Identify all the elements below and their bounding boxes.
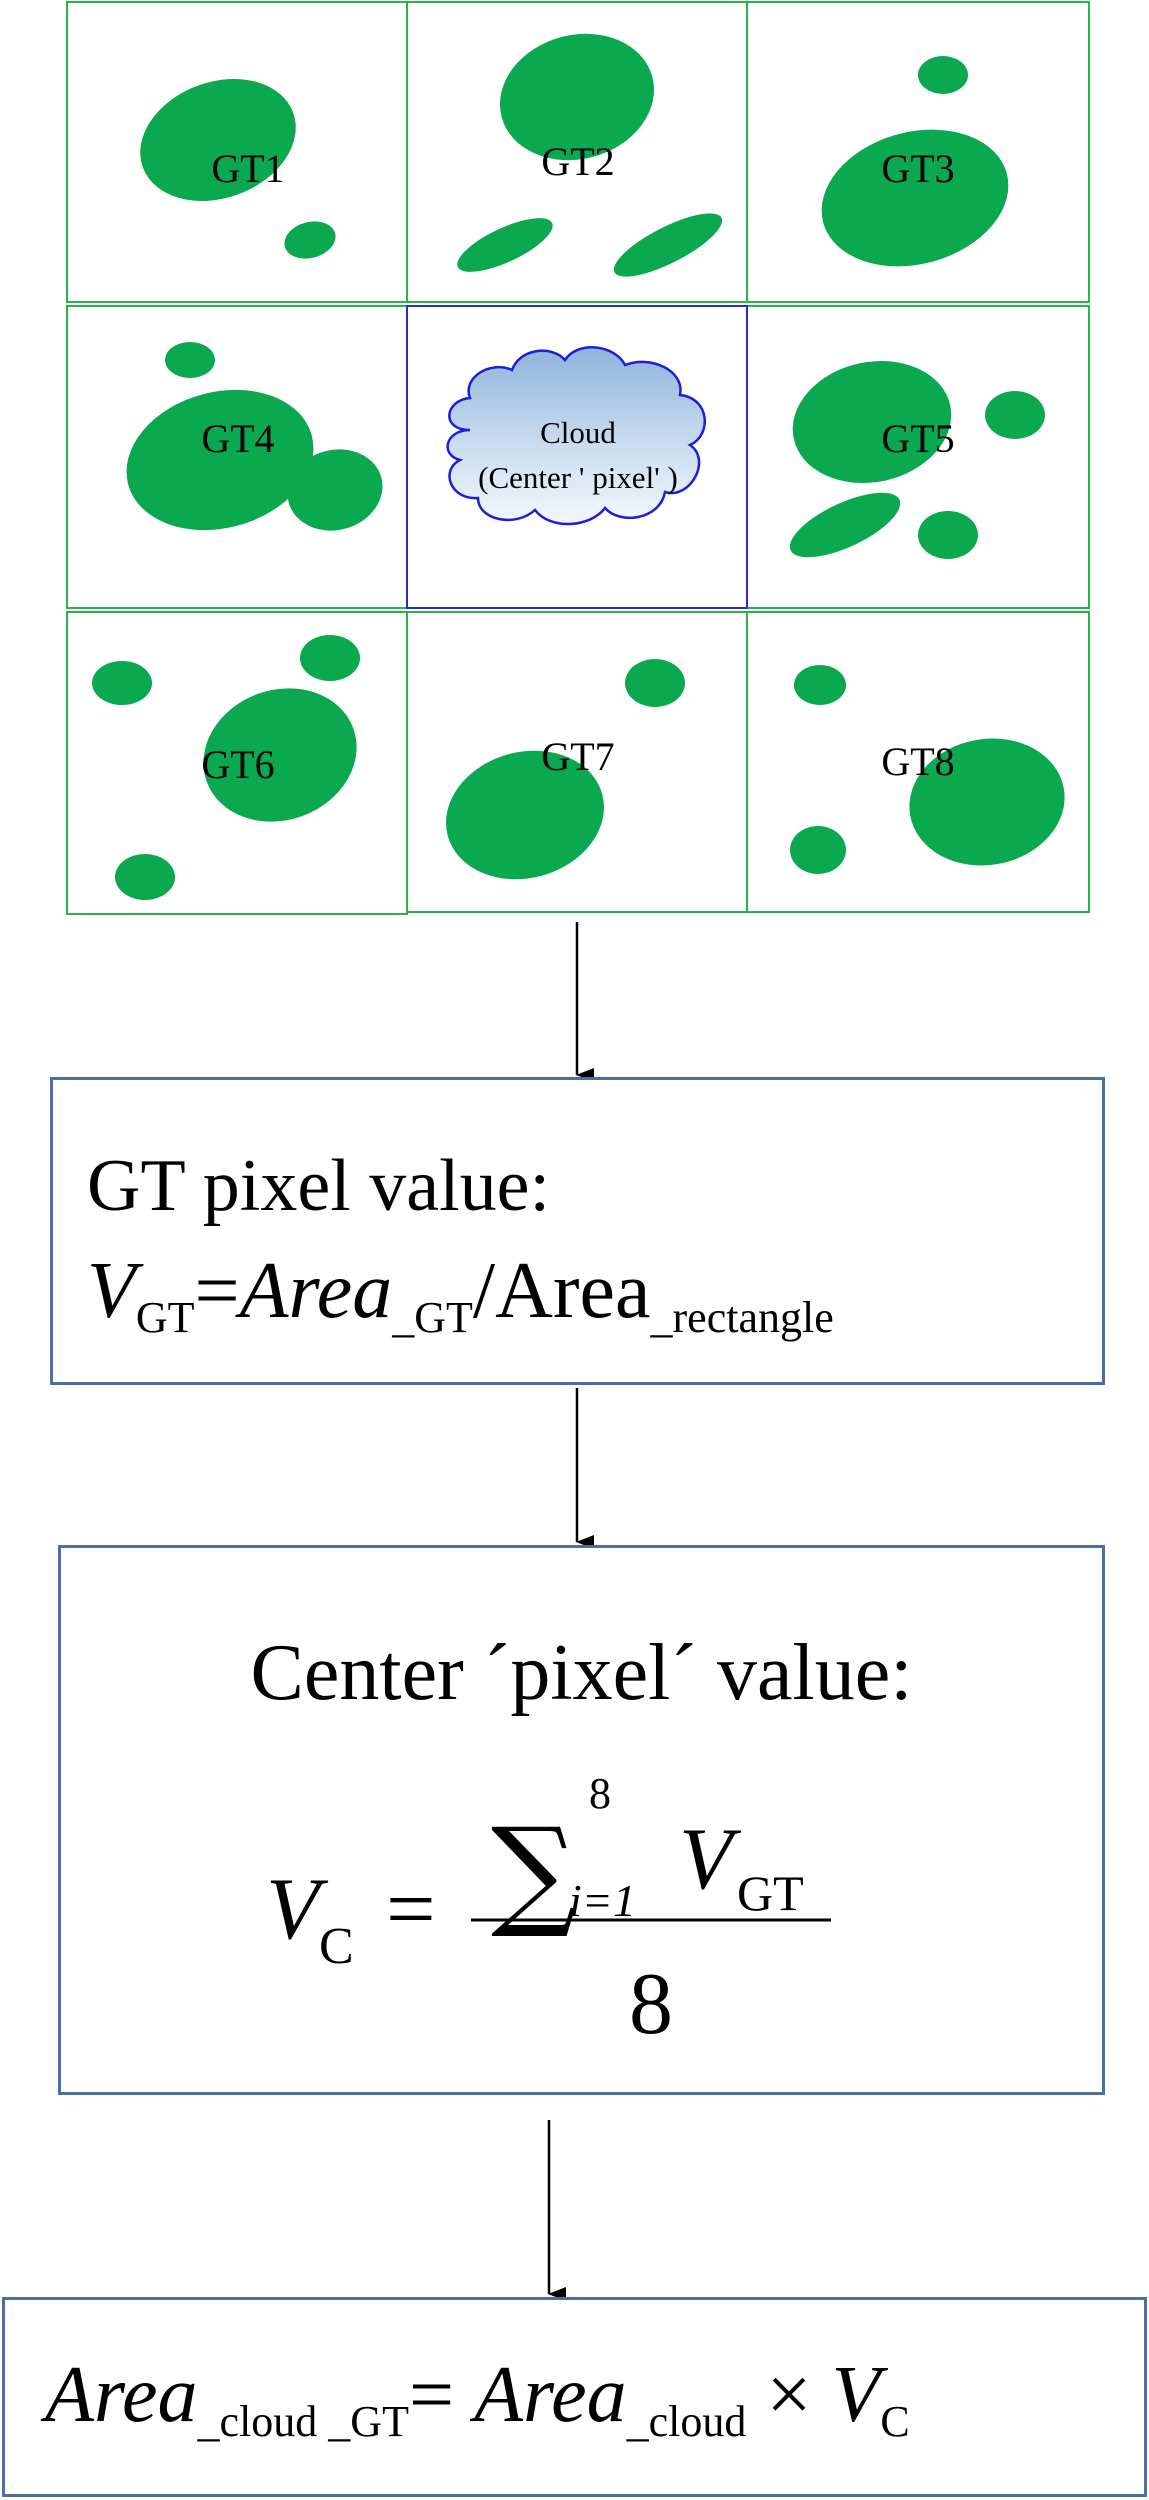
equals-sign: =: [408, 2351, 455, 2439]
center-pixel-value-box: Center ´pixel´ value: V C = ∑ 8 i=1 V GT…: [58, 1545, 1105, 2095]
blob: [625, 659, 685, 707]
gt-label-4: GT4: [201, 416, 274, 461]
blob: [909, 738, 1065, 866]
cell-gt3: [746, 1, 1090, 303]
area-cloud: Area: [474, 2351, 627, 2439]
sum-lower-limit: i=1: [569, 1875, 636, 1926]
area-cloud-subscript: _cloud: [626, 2397, 747, 2447]
cell-center: [406, 305, 748, 609]
cloud-icon: Cloud (Center ' pixel' ): [446, 346, 706, 526]
gt-label-3: GT3: [881, 146, 954, 191]
blob: [457, 218, 553, 272]
blob: [140, 79, 296, 201]
blob: [284, 221, 336, 259]
blob: [789, 492, 901, 558]
blob: [794, 665, 846, 705]
gt-blobs: [92, 33, 1065, 900]
gt-label-6: GT6: [201, 742, 274, 787]
gt-label-2: GT2: [541, 139, 614, 184]
blob: [165, 342, 215, 378]
denominator: 8: [629, 1956, 673, 2053]
vc-symbol: V: [266, 1861, 329, 1958]
blob: [446, 750, 604, 880]
center-pixel-formula: V C = ∑ 8 i=1 V GT 8: [266, 1769, 831, 2053]
vc-symbol: V: [831, 2351, 881, 2439]
v-symbol: V: [87, 1247, 136, 1335]
gt-pixel-value-title: GT pixel value:: [87, 1145, 551, 1227]
gt-label-1: GT1: [211, 146, 284, 191]
gt-label-5: GT5: [881, 416, 954, 461]
area-rectangle: /Area: [472, 1247, 651, 1335]
vgt-symbol: V: [679, 1811, 742, 1908]
v-subscript: GT: [135, 1293, 195, 1343]
equals-sign: =: [194, 1247, 240, 1335]
vc-subscript: C: [880, 2397, 910, 2447]
area-cloud-gt-box: Area_cloud _GT= Area_cloud × VC: [2, 2297, 1147, 2497]
area-cloud-gt-subscript: _cloud _GT: [197, 2397, 409, 2447]
blob: [115, 854, 175, 900]
area-cloud-gt-formula: Area_cloud _GT= Area_cloud × VC: [45, 2350, 910, 2446]
area-rectangle-subscript: _rectangle: [650, 1293, 834, 1343]
vgt-subscript: GT: [737, 1865, 804, 1921]
gt-pixel-value-formula: VGT=Area_GT/Area_rectangle: [87, 1246, 834, 1342]
blob: [300, 635, 360, 681]
blob: [499, 33, 655, 161]
equals-sign: =: [386, 1861, 436, 1958]
blob: [792, 360, 952, 484]
blob: [203, 688, 357, 822]
area-cloud-gt: Area: [45, 2351, 198, 2439]
gt-label-8: GT8: [881, 739, 954, 784]
blob: [985, 391, 1045, 439]
times-sign: ×: [766, 2351, 812, 2439]
blob: [287, 449, 383, 531]
blob: [613, 213, 723, 277]
gt-label-7: GT7: [541, 734, 614, 779]
blob: [918, 511, 978, 559]
blob: [790, 826, 846, 874]
area-gt-subscript: _GT: [392, 1293, 473, 1343]
vc-subscript: C: [319, 1918, 354, 1975]
center-pixel-value-title: Center ´pixel´ value:: [250, 1629, 913, 1717]
blob: [92, 661, 152, 705]
blob: [821, 129, 1009, 267]
area-gt: Area: [239, 1247, 393, 1335]
cloud-sublabel: (Center ' pixel' ): [478, 460, 678, 495]
gt-pixel-value-box: GT pixel value: VGT=Area_GT/Area_rectang…: [50, 1077, 1105, 1385]
cloud-label: Cloud: [540, 415, 616, 450]
gt-labels: GT1 GT2 GT3 GT4 GT5 GT6 GT7 GT8: [201, 139, 954, 787]
blob: [126, 389, 314, 531]
blob: [918, 56, 968, 94]
sum-upper-limit: 8: [589, 1769, 611, 1818]
cell-gt8: [746, 611, 1090, 913]
